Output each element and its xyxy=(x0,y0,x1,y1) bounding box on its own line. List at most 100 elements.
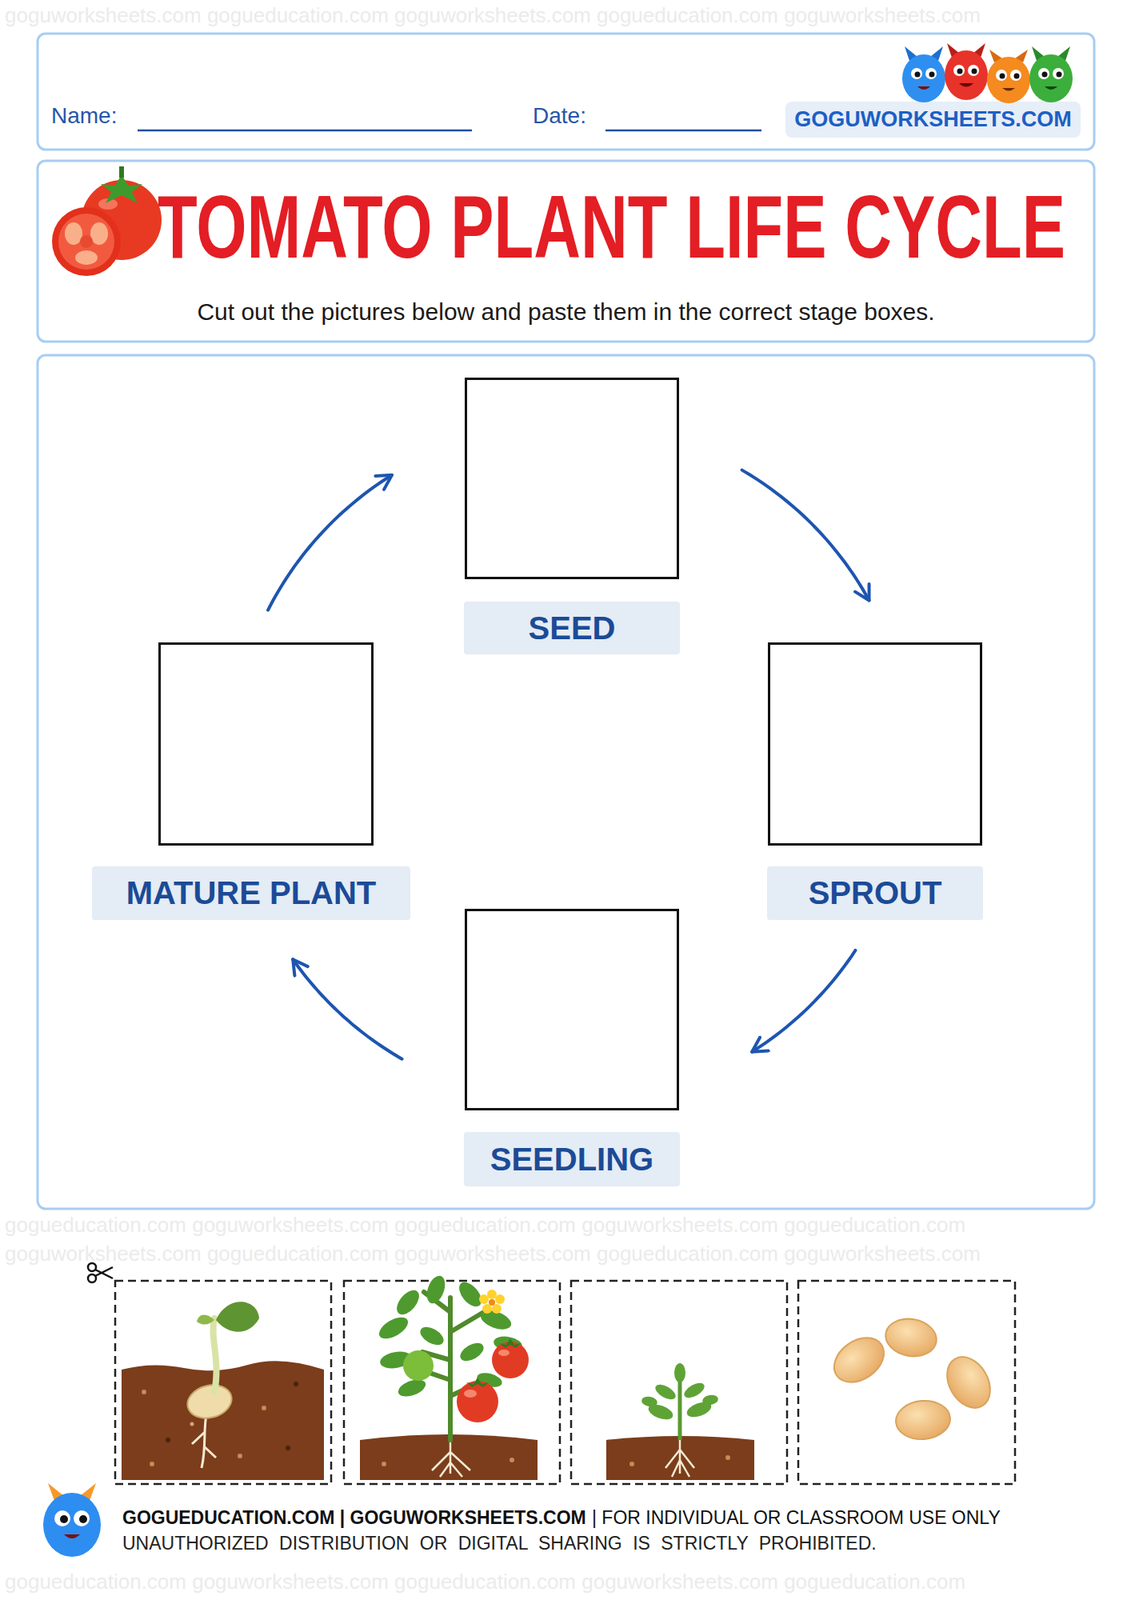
sprout-picture xyxy=(191,1414,216,1468)
seedling-picture xyxy=(640,1394,659,1407)
monster-mascots xyxy=(1056,71,1063,78)
mature-plant-picture xyxy=(392,1286,424,1319)
monster-mascots xyxy=(1052,67,1064,80)
footer-text: | FOR INDIVIDUAL OR CLASSROOM USE ONLY xyxy=(591,1506,1001,1530)
mature-plant-picture xyxy=(375,1312,412,1343)
site-badge xyxy=(785,101,1081,138)
monster-mascots xyxy=(957,68,964,75)
monster-mascots xyxy=(902,43,1073,104)
mature-plant-picture xyxy=(463,1389,477,1398)
field-label: Name: xyxy=(51,102,117,130)
seeds-picture xyxy=(825,1314,999,1442)
monster-mascots xyxy=(1038,67,1050,80)
tomato-icon xyxy=(90,222,108,245)
mature-plant-picture xyxy=(423,1273,448,1307)
frame-boxes xyxy=(37,33,1095,150)
footer-text: UNAUTHORIZED DISTRIBUTION OR DIGITAL SHA… xyxy=(122,1532,877,1555)
stage-label: SEED xyxy=(463,601,680,655)
tomato-icon xyxy=(100,174,143,204)
mature-plant-picture xyxy=(491,1341,529,1379)
tomato-icon xyxy=(75,250,98,265)
watermark-text: goguworksheets.com gogueducation.com gog… xyxy=(4,3,981,28)
monster-mascots xyxy=(925,67,937,80)
write-line xyxy=(605,129,762,132)
tomato-icon xyxy=(64,222,83,245)
stage-label: MATURE PLANT xyxy=(91,866,411,920)
instruction-text: Cut out the pictures below and paste the… xyxy=(37,297,1095,327)
worksheet-title: TOMATO PLANT LIFE CYCLE xyxy=(157,182,1066,272)
paste-box xyxy=(158,642,374,846)
monster-mascots xyxy=(902,54,946,103)
mature-plant-picture xyxy=(375,1273,524,1400)
frame-boxes xyxy=(37,355,1095,1209)
sprout-picture xyxy=(196,1314,215,1324)
footer-mascot xyxy=(54,1510,71,1527)
monster-mascots xyxy=(1029,46,1073,103)
footer-text: GOGUEDUCATION.COM | GOGUWORKSHEETS.COM xyxy=(122,1506,587,1530)
mature-plant-picture xyxy=(359,1273,538,1480)
mature-plant-picture xyxy=(455,1278,486,1311)
site-badge-text: GOGUWORKSHEETS.COM xyxy=(785,106,1081,132)
sprout-picture xyxy=(165,1437,171,1443)
mature-plant-picture xyxy=(479,1294,489,1304)
mature-plant-picture xyxy=(479,1289,505,1314)
sprout-picture xyxy=(261,1405,267,1411)
footer-mascot xyxy=(59,1514,68,1523)
footer-mascot xyxy=(43,1482,101,1557)
seedling-picture xyxy=(665,1439,695,1477)
seedling-picture xyxy=(674,1362,686,1383)
cycle-arrow xyxy=(267,475,392,611)
watermark-text: gogueducation.com goguworksheets.com gog… xyxy=(4,1569,966,1595)
sprout-picture xyxy=(121,1360,324,1480)
cycle-arrow xyxy=(292,959,402,1059)
sprout-picture xyxy=(183,1379,236,1423)
monster-mascots xyxy=(987,49,1031,104)
write-line xyxy=(137,129,762,132)
paste-box xyxy=(464,377,680,580)
monster-mascots xyxy=(917,86,931,90)
mature-plant-picture xyxy=(509,1457,515,1463)
mature-plant-picture xyxy=(487,1289,497,1299)
monster-mascots xyxy=(929,71,936,78)
seedling-picture xyxy=(606,1435,755,1480)
mature-plant-picture xyxy=(456,1380,499,1423)
tomato-icon xyxy=(79,235,93,248)
sprout-picture xyxy=(149,1461,155,1467)
site-badge xyxy=(785,101,1081,138)
tomato-icon xyxy=(58,213,115,270)
monster-mascots xyxy=(902,46,946,103)
monster-mascots xyxy=(999,73,1006,80)
tomato-icon xyxy=(51,166,162,276)
cycle-arrow xyxy=(742,470,870,601)
monster-mascots xyxy=(971,68,978,75)
stage-label: SEEDLING xyxy=(463,1131,680,1187)
footer-mascot xyxy=(79,1514,88,1523)
sprout-picture xyxy=(293,1381,299,1387)
watermark-text: gogueducation.com goguworksheets.com gog… xyxy=(4,1212,966,1238)
mature-plant-picture xyxy=(431,1439,471,1477)
monster-mascots xyxy=(915,71,921,78)
monster-mascots xyxy=(1002,87,1016,92)
monster-mascots xyxy=(1029,54,1073,103)
footer-mascot xyxy=(43,1492,101,1557)
monster-mascots xyxy=(1014,73,1020,80)
monster-mascots xyxy=(987,56,1031,104)
frame-boxes xyxy=(37,160,1095,342)
mature-plant-picture xyxy=(482,1303,492,1314)
tomato-icon xyxy=(119,166,124,178)
seedling-picture xyxy=(701,1393,720,1406)
mature-plant-picture xyxy=(466,1377,489,1387)
seedling-picture xyxy=(652,1381,678,1403)
mature-plant-picture xyxy=(457,1338,488,1365)
tomato-icon xyxy=(51,207,121,276)
cut-frame xyxy=(798,1280,1016,1484)
sprout-picture xyxy=(121,1301,324,1480)
stage-node: SPROUT xyxy=(767,642,984,920)
mature-plant-picture xyxy=(499,1338,521,1348)
monster-mascots xyxy=(959,83,974,88)
cycle-arrow xyxy=(751,950,856,1052)
seedling-picture xyxy=(678,1377,683,1440)
cut-frame xyxy=(571,1280,788,1484)
cut-frame xyxy=(115,1280,332,1484)
scissors-icon xyxy=(95,1266,113,1276)
